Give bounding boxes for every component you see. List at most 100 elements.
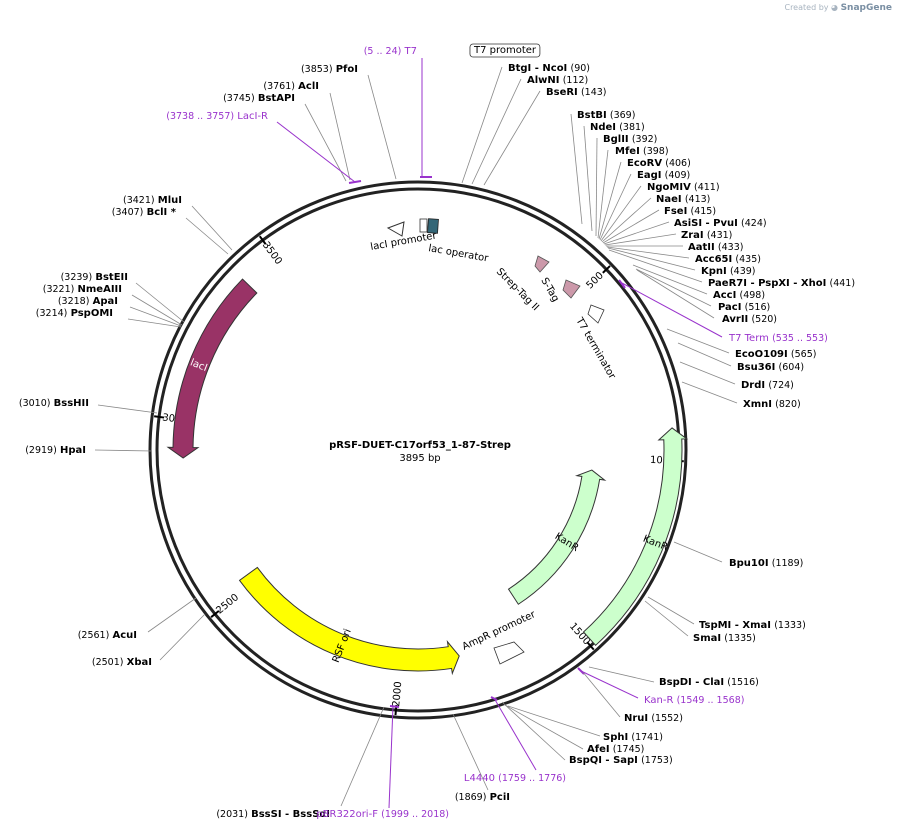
enzyme-label[interactable]: MfeI (398) [615,146,669,157]
enzyme-label[interactable]: NruI (1552) [624,713,683,724]
enzyme-label[interactable]: ZraI (431) [681,230,732,241]
enzyme-label[interactable]: AfeI (1745) [587,744,644,755]
laci-promoter-arrow [386,221,405,237]
small-feature-label: T7 promoter [473,45,537,56]
enzyme-label[interactable]: FseI (415) [664,206,716,217]
enzyme-leader [504,704,584,750]
enzyme-label[interactable]: BspQI - SapI (1753) [569,755,673,766]
enzyme-label[interactable]: Bpu10I (1189) [729,558,803,569]
enzyme-label[interactable]: AatII (433) [688,242,743,253]
enzyme-leader [340,706,385,807]
enzyme-leader [159,613,206,661]
enzyme-leader [304,103,347,182]
t7-term-primer-mark [618,279,626,289]
enzyme-label[interactable]: (3214) PspOMI [36,308,113,319]
feature-laci-arrow [166,278,258,459]
enzyme-leader [135,282,185,323]
enzyme-label[interactable]: (3421) MluI [123,195,182,206]
enzyme-label[interactable]: (3745) BstAPI [223,93,295,104]
enzyme-label[interactable]: DrdI (724) [741,380,794,391]
primer-label[interactable]: L4440 (1759 .. 1776) [464,773,566,784]
t7-terminator-arrow [587,304,605,324]
small-feature-label: Strep-Tag II [494,266,541,313]
enzyme-leader [581,670,621,718]
enzyme-label[interactable]: (3761) AclI [263,81,319,92]
enzyme-leader [666,328,730,354]
enzyme-label[interactable]: SmaI (1335) [693,633,756,644]
feature-kanr-arrow [582,427,689,647]
enzyme-label[interactable]: (2501) XbaI [92,657,152,668]
tick-label: 2500 [214,592,241,617]
primer-leader [493,697,537,771]
primer-leader [388,705,394,809]
enzyme-label[interactable]: EcoRV (406) [627,158,691,169]
enzyme-label[interactable]: BstBI (369) [577,110,635,121]
enzyme-label[interactable]: (3407) BclI * [112,207,177,218]
primer-label[interactable]: (5 .. 24) T7 [364,46,417,57]
enzyme-label[interactable]: NdeI (381) [590,122,645,133]
enzyme-label[interactable]: AlwNI (112) [527,75,588,86]
enzyme-label[interactable]: KpnI (439) [701,266,755,277]
enzyme-leader [599,173,632,241]
enzyme-label[interactable]: Bsu36I (604) [737,362,804,373]
enzyme-label[interactable]: AccI (498) [713,290,765,301]
enzyme-label[interactable]: Acc65I (435) [695,254,761,265]
enzyme-label[interactable]: AvrII (520) [722,314,777,325]
primer-label[interactable]: T7 Term (535 .. 553) [728,333,828,344]
enzyme-label[interactable]: (3218) ApaI [58,296,118,307]
enzyme-leader [604,233,677,246]
enzyme-leader [603,221,670,245]
lac-operator-box [427,218,439,234]
enzyme-label[interactable]: TspMI - XmaI (1333) [699,620,806,631]
enzyme-leader [191,205,233,251]
primer-label[interactable]: Kan-R (1549 .. 1568) [644,695,744,706]
enzyme-label[interactable]: EcoO109I (565) [735,349,816,360]
enzyme-label[interactable]: BtgI - NcoI (90) [508,63,590,74]
enzyme-label[interactable]: (3853) PfoI [301,64,358,75]
primer-label[interactable]: (3738 .. 3757) LacI-R [166,111,268,122]
enzyme-label[interactable]: (2031) BssSI - BssSαI [216,809,330,820]
enzyme-label[interactable]: NgoMIV (411) [647,182,720,193]
enzyme-label[interactable]: XmnI (820) [743,399,801,410]
enzyme-label[interactable]: BspDI - ClaI (1516) [659,677,759,688]
enzyme-leader [632,264,708,295]
pbr322-primer-mark [389,705,400,708]
tick-mark [602,265,611,274]
enzyme-label[interactable]: AsiSI - PvuI (424) [674,218,767,229]
enzyme-leader [673,541,723,563]
label-leaders [94,58,738,809]
enzyme-leader [329,92,351,181]
enzyme-leader [452,713,489,791]
enzyme-leader [647,596,695,625]
enzyme-leader [595,137,598,237]
primer-label[interactable]: pBR322ori-F (1999 .. 2018) [316,809,449,820]
enzyme-label[interactable]: (3010) BssHII [19,398,89,409]
enzyme-label[interactable]: (2919) HpaI [25,445,86,456]
enzyme-leader [600,185,642,242]
enzyme-label[interactable]: (2561) AcuI [78,630,137,641]
enzyme-leader [598,161,622,240]
enzyme-label[interactable]: PacI (516) [718,302,770,313]
t7-promoter-box [419,218,428,233]
enzyme-label[interactable]: NaeI (413) [656,194,710,205]
enzyme-leader [501,701,566,761]
tick-mark [154,415,165,419]
enzyme-label[interactable]: BglII (392) [603,134,657,145]
enzyme-label[interactable]: (3221) NmeAIII [43,284,122,295]
enzyme-leader [681,381,738,404]
tick-label: 500 [585,270,606,291]
enzyme-leader [471,78,522,185]
enzyme-leader [94,449,153,452]
tick-mark [586,641,595,651]
enzyme-label[interactable]: (3239) BstEII [61,272,128,283]
enzyme-leader [367,74,397,180]
enzyme-label[interactable]: SphI (1741) [603,732,663,743]
enzyme-label[interactable]: BseRI (143) [546,87,607,98]
enzyme-label[interactable]: (1869) PciI [455,792,510,803]
enzyme-label[interactable]: EagI (409) [637,170,690,181]
s-tag-arrow [562,279,581,299]
enzyme-leader [583,125,593,232]
enzyme-leader [597,149,609,239]
enzyme-label[interactable]: PaeR7I - PspXI - XhoI (441) [708,278,855,289]
